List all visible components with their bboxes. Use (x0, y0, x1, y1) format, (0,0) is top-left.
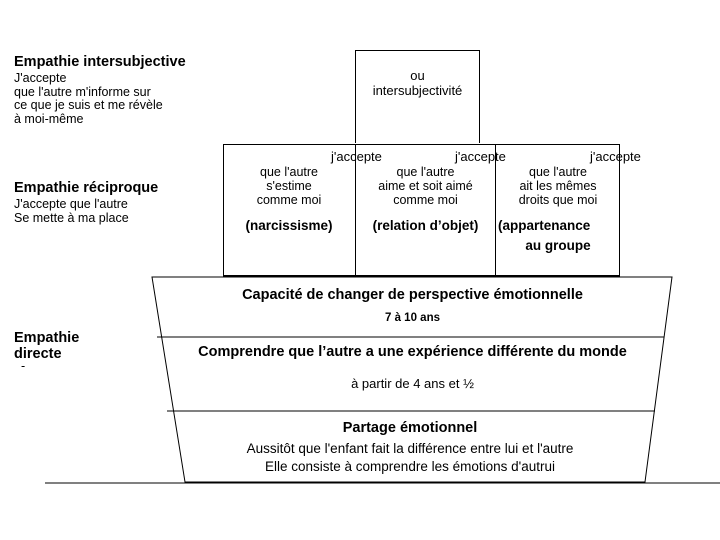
middle-box-divider-2 (495, 144, 496, 277)
label-empathie-directe-dash: - (21, 359, 26, 373)
top-box-outline (355, 50, 480, 143)
column-2-accept-label: j'accepte (455, 149, 506, 164)
middle-box-divider-1 (355, 144, 356, 277)
column-3-accept-label: j'accepte (590, 149, 641, 164)
column-3-tag-line2: au groupe (525, 238, 591, 253)
column-2-tag: (relation d’objet) (372, 218, 479, 233)
label-empathie-intersubjective-heading: Empathie intersubjective (14, 54, 186, 70)
column-1-tag: (narcissisme) (245, 218, 333, 233)
trap-row-2-title: Comprendre que l’autre a une expérience … (198, 344, 627, 360)
column-1-accept-label: j'accepte (331, 149, 382, 164)
trap-row-1-subtitle: 7 à 10 ans (385, 312, 440, 324)
trap-row-1-title: Capacité de changer de perspective émoti… (242, 287, 583, 303)
column-3-tag: (appartenance (498, 218, 591, 233)
trap-row-3-title: Partage émotionnel (342, 420, 478, 436)
trap-row-3-line-1: Aussitôt que l'enfant fait la différence… (246, 441, 574, 456)
label-empathie-reciproque-heading: Empathie réciproque (14, 180, 159, 196)
middle-box-bottom-rule (223, 275, 620, 277)
trap-row-3-line-2: Elle consiste à comprendre les émotions … (265, 459, 555, 474)
trap-row-2-subtitle: à partir de 4 ans et ½ (351, 376, 474, 391)
